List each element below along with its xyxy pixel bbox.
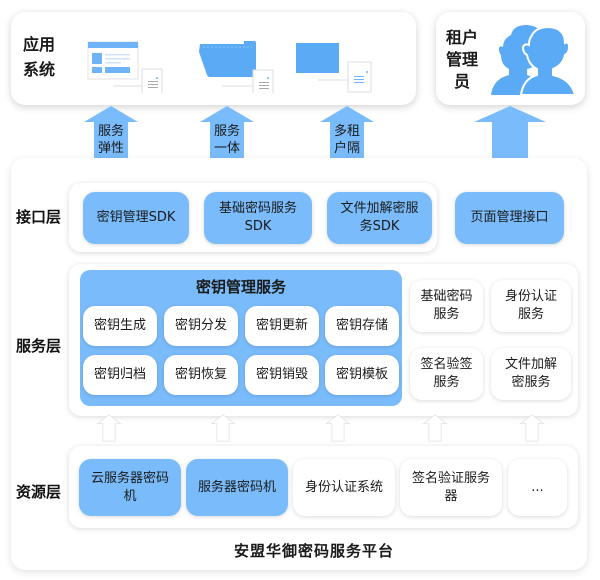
service-layer-label: 服务层 (16, 337, 62, 355)
tenant-admin-card: 租户 管理 员 (436, 12, 585, 105)
sdk-basic-crypto: 基础密码服务 SDK (204, 192, 312, 244)
key-generate: 密钥生成 (83, 306, 157, 346)
key-update: 密钥更新 (245, 306, 319, 346)
key-archive: 密钥归档 (83, 355, 157, 395)
key-destroy: 密钥销毁 (245, 355, 319, 395)
monitor-server-icon (296, 43, 372, 93)
cloud-server-hsm: 云服务器密码 机 (79, 459, 181, 516)
up-arrow-small (325, 414, 351, 442)
identity-auth-system: 身份认证系统 (293, 459, 395, 516)
folder-server-icon (199, 41, 274, 93)
sdk-key-management: 密钥管理SDK (83, 192, 189, 244)
key-management-service-title: 密钥管理服务 (195, 278, 286, 296)
app-system-label: 应用 系统 (23, 35, 56, 79)
key-store: 密钥存储 (325, 306, 399, 346)
tenant-admin-label: 租户 管理 员 (446, 28, 479, 91)
key-template: 密钥模板 (325, 355, 399, 395)
platform-title: 安盟华御密码服务平台 (233, 542, 394, 560)
file-encryption-service: 文件加解 密服务 (491, 348, 571, 400)
server-hsm: 服务器密码机 (186, 459, 288, 516)
basic-crypto-service: 基础密码 服务 (410, 280, 483, 332)
up-arrow-small (519, 414, 545, 442)
interface-layer-label: 接口层 (16, 208, 62, 226)
up-arrow-small (210, 414, 236, 442)
users-icon (491, 25, 577, 95)
key-distribute: 密钥分发 (164, 306, 238, 346)
resource-layer-label: 资源层 (16, 483, 62, 501)
more-resources: ... (508, 459, 567, 516)
signature-verify-server: 签名验证服务 器 (400, 459, 502, 516)
identity-auth-service: 身份认证 服务 (491, 280, 571, 332)
web-app-server-icon (87, 41, 163, 93)
signature-verify-service: 签名验签 服务 (410, 348, 483, 400)
app-system-card: 应用 系统 (11, 12, 416, 105)
up-arrow-small (96, 414, 122, 442)
key-recover: 密钥恢复 (164, 355, 238, 395)
sdk-file-encryption: 文件加解密服 务SDK (327, 192, 432, 244)
up-arrow-small (422, 414, 448, 442)
page-management-interface: 页面管理接口 (455, 192, 564, 244)
